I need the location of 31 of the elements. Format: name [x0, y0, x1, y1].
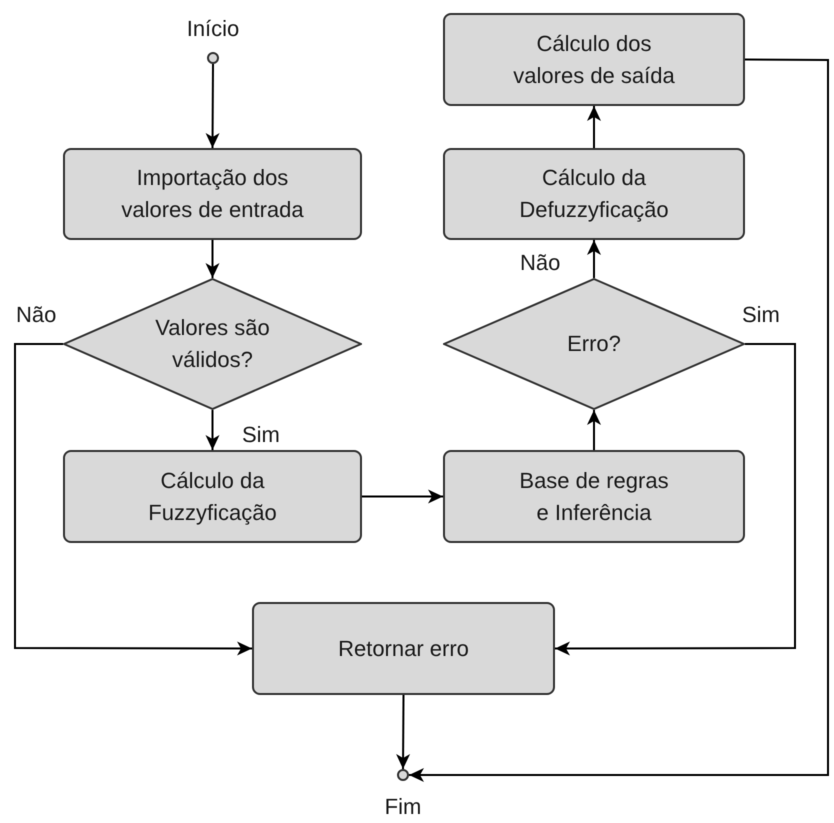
end-point [397, 769, 409, 781]
decision-diamond [443, 278, 745, 410]
arrow [362, 490, 443, 504]
node-text: Cálculo dos valores de saída [512, 30, 676, 90]
node-text: Retornar erro [338, 634, 469, 663]
arrow [587, 106, 601, 148]
node-text: Base de regras e Inferência [518, 466, 670, 526]
node-text: Importação dos valores de entrada [120, 164, 305, 224]
node-text: Valores são válidos? [154, 314, 271, 374]
process-box [63, 450, 362, 543]
arrow [555, 343, 796, 656]
decision-diamond [63, 278, 362, 410]
process-box [252, 602, 555, 695]
process-box [63, 148, 362, 240]
arrow [206, 240, 220, 278]
arrow [396, 695, 410, 769]
process-box [443, 450, 745, 543]
node-text: Cálculo da Fuzzyficação [147, 466, 278, 527]
arrow [587, 410, 601, 450]
node-text: Erro? [567, 330, 621, 358]
node-text: Cálculo da Defuzzyficação [518, 164, 670, 224]
arrow [206, 410, 220, 450]
arrow [206, 64, 220, 148]
process-box [443, 148, 745, 240]
terminal-label: Início [186, 15, 240, 43]
arrow [14, 343, 252, 656]
start-point [207, 52, 219, 64]
arrow [587, 240, 601, 278]
terminal-label: Fim [384, 793, 422, 821]
process-box [443, 13, 745, 106]
arrow [409, 58, 829, 782]
